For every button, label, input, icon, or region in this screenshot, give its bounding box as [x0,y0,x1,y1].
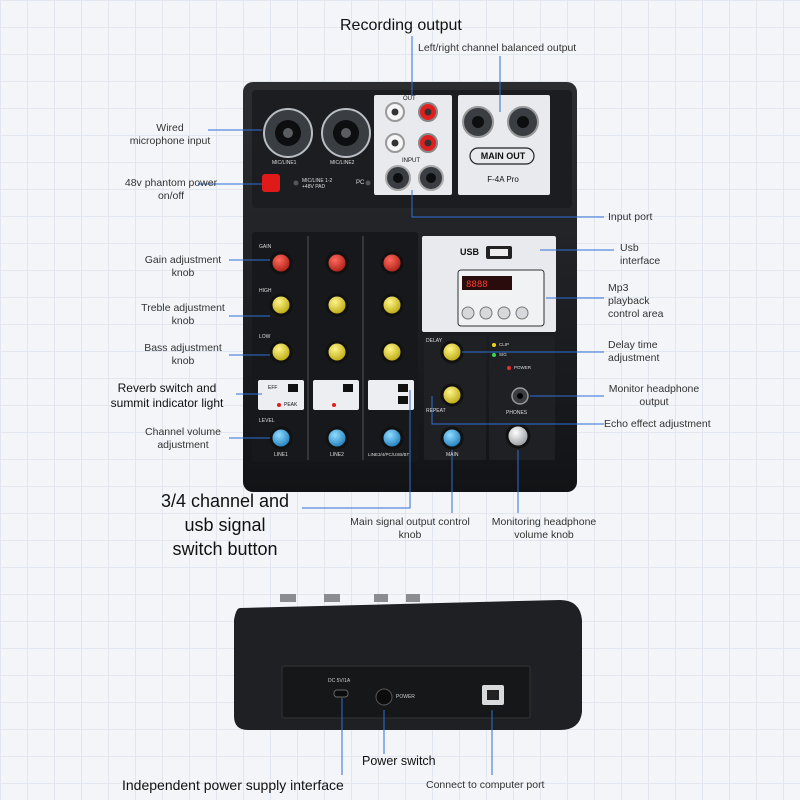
gain-label: GAIN [259,244,272,250]
high-knob-1 [269,293,293,317]
line1-label: LINE1 [274,452,288,458]
phantom-power-label: 48v phantom power on/off [124,177,218,202]
input-label: INPUT [402,158,420,164]
independent-power-label: Independent power supply interface [122,777,344,793]
monitoring-volume-knob-label: Monitoring headphone volume knob [491,516,597,541]
sig-label: SIG [499,352,507,357]
high-label: HIGH [259,288,272,294]
main-knob [440,426,464,450]
mic-line1-label: MIC/LINE1 [272,160,297,166]
svg-text:8888: 8888 [466,280,488,290]
gain-knob-2 [325,251,349,275]
gain-knob-3 [380,251,404,275]
out-label: OUT [403,96,416,102]
line2-label: LINE2 [330,452,344,458]
delay-time-label: Delay time adjustment [608,339,660,364]
power-led-label: POWER [514,365,532,370]
main-output-knob-label: Main signal output control knob [350,516,470,541]
peak-label: PEAK [284,402,298,408]
reverb-switch-label: Reverb switch and summit indicator light [110,381,224,410]
high-knob-2 [325,293,349,317]
phones-knob [505,423,531,449]
level-knob-3 [380,426,404,450]
pad-label: MIC/LINE 1-2 +48V PAD [302,178,333,190]
usb-label: USB [460,247,480,257]
echo-effect-label: Echo effect adjustment [604,418,711,430]
dc-label: DC 5V/1A [328,678,351,684]
low-label: LOW [259,334,271,340]
mic-jack-2 [321,108,371,158]
usb-interface-label: Usb interface [620,242,661,267]
low-knob-3 [380,340,404,364]
line34-label: LINE3/4/PC/USB/BT [368,452,410,457]
mp3-area-label: Mp3 playback control area [608,282,664,320]
treble-knob-label: Treble adjustment knob [141,302,225,327]
model-label: F-4A Pro [487,175,519,184]
low-knob-1 [269,340,293,364]
rear-power-label: POWER [396,694,415,700]
wired-mic-input-label: Wired microphone input [129,122,211,147]
level-knob-1 [269,426,293,450]
bass-knob-label: Bass adjustment knob [144,342,222,367]
mic-jack-1 [263,108,313,158]
ch34-switch-label: 3/4 channel and usb signal switch button [160,491,290,559]
delay-knob [440,340,464,364]
input-port-label: Input port [608,211,653,223]
main-label: MAIN [446,452,459,458]
eff-label: EFF [268,385,278,391]
repeat-label: REPEAT [426,408,446,414]
channel-volume-label: Channel volume adjustment [145,426,221,451]
mic-line2-label: MIC/LINE2 [330,160,355,166]
low-knob-2 [325,340,349,364]
repeat-knob [440,383,464,407]
clip-label: CLIP [499,342,510,347]
lr-balanced-output-label: Left/right channel balanced output [418,42,577,54]
delay-label: DELAY [426,338,443,344]
gain-knob-1 [269,251,293,275]
power-switch-label: Power switch [362,754,436,768]
phones-label: PHONES [506,410,528,416]
level-label: LEVEL [259,418,275,424]
level-knob-2 [325,426,349,450]
high-knob-3 [380,293,404,317]
monitor-headphone-output-label: Monitor headphone output [608,383,700,408]
recording-output-label: Recording output [340,17,462,34]
pc-label: PC [356,180,365,186]
computer-port-label: Connect to computer port [426,779,545,791]
main-out-label: MAIN OUT [480,151,526,161]
gain-knob-label: Gain adjustment knob [144,254,222,279]
